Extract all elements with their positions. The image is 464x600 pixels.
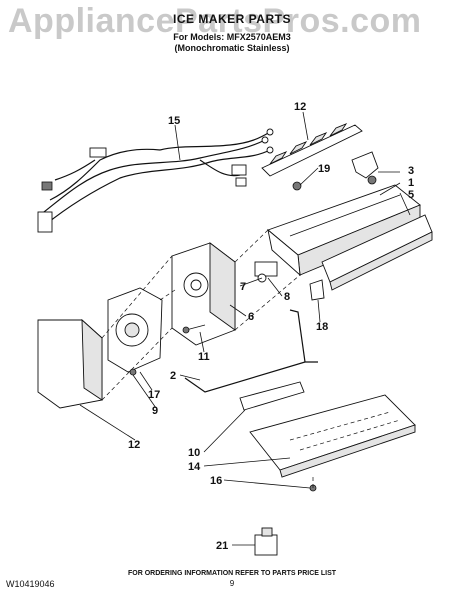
shutoff-arm [239, 381, 305, 411]
mounting-bracket [351, 151, 379, 185]
callout-15: 15 [168, 115, 180, 127]
callout-6: 6 [248, 311, 254, 323]
callout-21: 21 [216, 540, 228, 552]
page-title: ICE MAKER PARTS [173, 12, 291, 26]
callout-8: 8 [284, 291, 290, 303]
assembly-guide-lines [101, 229, 314, 488]
ejector-blade-assembly [261, 123, 363, 177]
callout-2: 2 [170, 370, 176, 382]
wire-connector [254, 527, 278, 556]
front-cover [37, 318, 103, 409]
ice-mold [267, 184, 421, 277]
screws [129, 324, 317, 492]
callout-5: 5 [408, 189, 414, 201]
callout-17: 17 [148, 389, 160, 401]
callout-7: 7 [240, 281, 246, 293]
callout-3: 3 [408, 165, 414, 177]
callout-14: 14 [188, 461, 201, 473]
leader-lines [79, 111, 411, 546]
feeler-arm [184, 309, 318, 393]
doc-number: W10419046 [6, 579, 55, 589]
callout-10: 10 [188, 447, 200, 459]
callout-1: 1 [408, 177, 414, 189]
motor-module [107, 287, 163, 373]
callout-4: 12 [294, 101, 306, 113]
mold-cover [321, 214, 433, 291]
screw-18 [292, 181, 302, 191]
callout-18: 19 [318, 163, 330, 175]
callout-labels: 12 15 19 3 1 5 7 8 6 18 11 2 17 9 12 10 … [128, 101, 414, 552]
heater-clip [309, 279, 325, 301]
finish-line: (Monochromatic Stainless) [174, 43, 290, 53]
callout-19: 18 [316, 321, 328, 333]
watermark-logo: AppliancePartsPros.com [8, 2, 422, 40]
callout-9: 9 [152, 405, 158, 417]
model-line: For Models: MFX2570AEM3 [173, 32, 291, 42]
ordering-note: FOR ORDERING INFORMATION REFER TO PARTS … [127, 570, 337, 577]
page-number: 9 [229, 579, 235, 588]
callout-11: 11 [198, 351, 210, 363]
ice-bin-base [249, 394, 416, 478]
callout-12: 12 [128, 439, 140, 451]
callout-16: 16 [210, 475, 222, 487]
wire-harness [37, 128, 274, 233]
